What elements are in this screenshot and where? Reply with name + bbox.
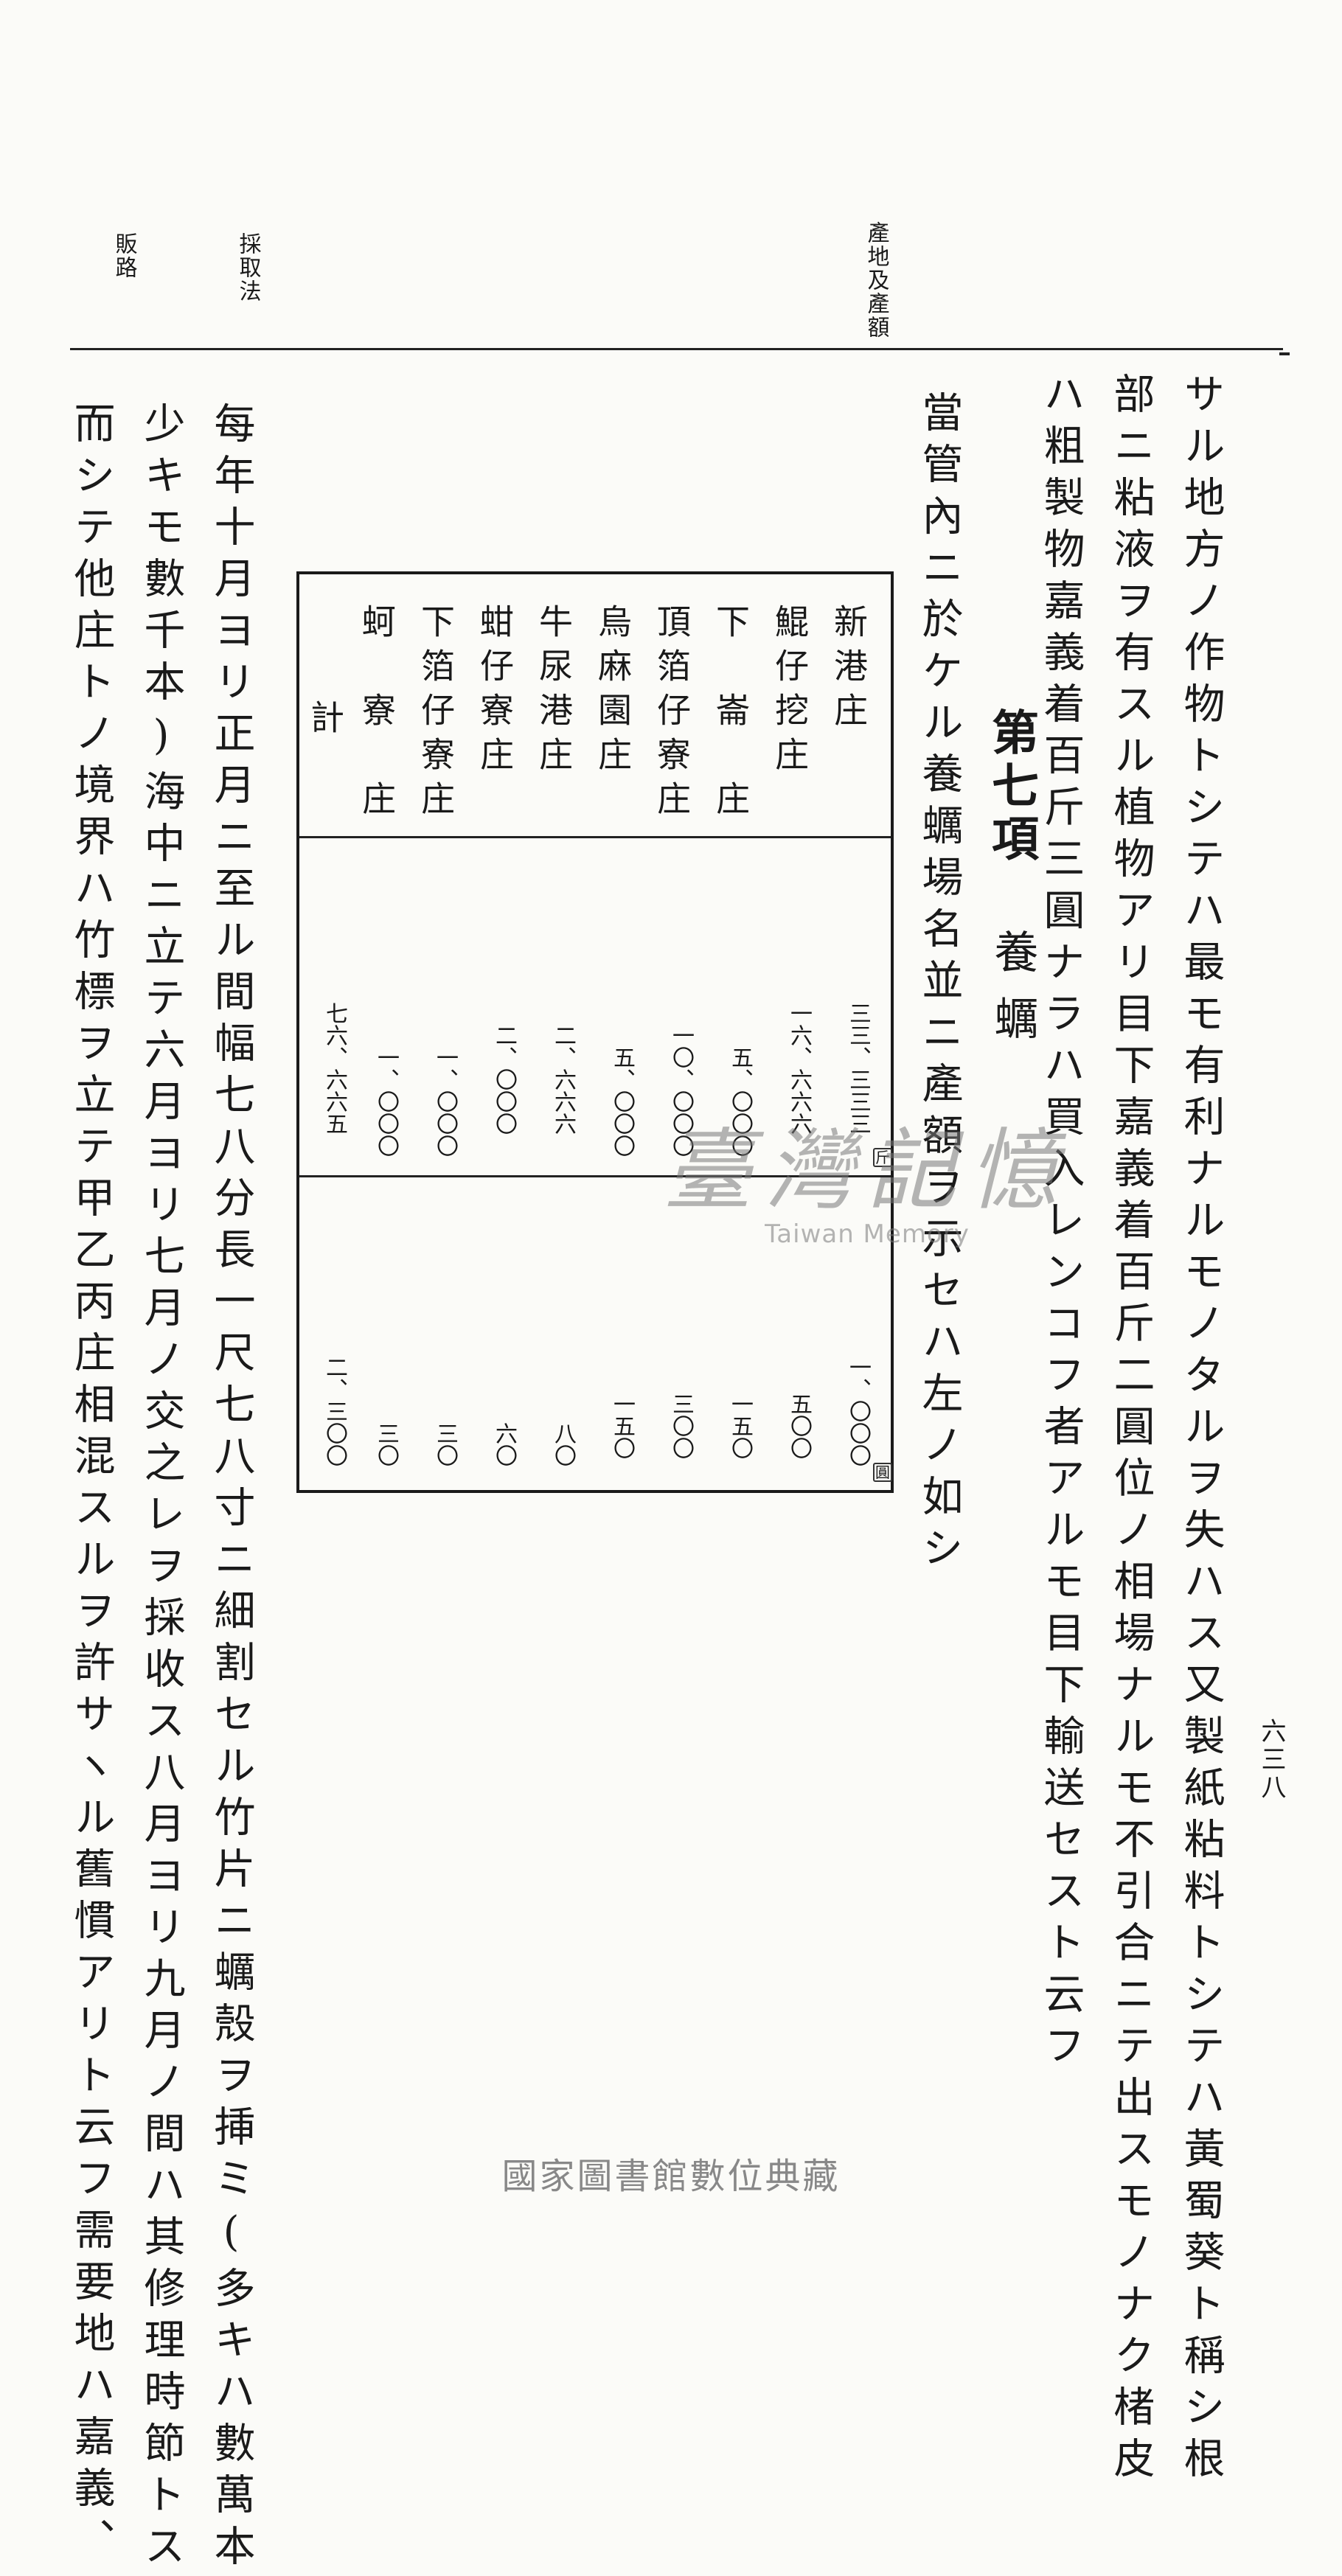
table-row-value: 五〇〇	[786, 1393, 812, 1459]
table-row-value: 六〇	[491, 1422, 517, 1466]
table-row-value: 三〇〇	[668, 1393, 694, 1459]
table-row-value: 一、〇〇〇	[845, 1356, 871, 1466]
table-row-name: 下箔仔寮庄	[416, 604, 456, 825]
table-row-value: 三〇	[373, 1422, 399, 1466]
page-number: 六三八	[1256, 1718, 1286, 1802]
table-total-value: 二、三〇〇	[321, 1356, 347, 1466]
table-divider-qty	[299, 1175, 891, 1177]
table-total-label: 計	[305, 700, 345, 744]
table-row-name: 烏麻園庄	[593, 604, 633, 781]
table-row-qty: 一六、六六六	[786, 1002, 812, 1135]
intro-text: 當管內ニ於ケル養蠣場名並ニ產額ヲ示セハ左ノ如シ	[915, 391, 963, 1578]
table-row-qty: 五、〇〇〇	[609, 1046, 635, 1157]
table-row-qty: 三三、三三三	[845, 1002, 871, 1135]
table-row-value: 三〇	[432, 1422, 458, 1466]
table-row-name: 蚵寮庄	[357, 604, 397, 825]
table-row-value: 一五〇	[609, 1393, 635, 1459]
unit-kin-label: 斤	[873, 1148, 892, 1167]
body-column-1: サル地方ノ作物トシテハ最モ有利ナルモノタルヲ失ハス又製紙粘料トシテハ黃蜀葵ト稱シ…	[1177, 372, 1225, 2488]
watermark-caption: Taiwan Memory	[765, 1219, 970, 1249]
table-row-name: 新港庄	[829, 604, 869, 737]
body-column-3: ハ粗製物嘉義着百斤三圓ナラハ買入レンコフ者アルモ目下輸送セスト云フ	[1037, 372, 1085, 2075]
table-row-name: 鯤仔挖庄	[770, 604, 810, 781]
table-row-qty: 一、〇〇〇	[432, 1046, 458, 1157]
harvest-column-2: 少キモ數千本)海中ニ立テ六月ヨリ七月ノ交之レヲ採收ス八月ヨリ九月ノ間ハ其修理時節…	[137, 402, 185, 2576]
table-row-value: 一五〇	[727, 1393, 753, 1459]
watermark-logo-text: 臺灣記憶	[664, 1120, 1071, 1222]
table-row-name: 蚶仔寮庄	[475, 604, 515, 781]
margin-note-production: 產地及產額	[863, 221, 889, 339]
table-divider-names	[299, 836, 891, 838]
table-row-name: 牛尿港庄	[534, 604, 574, 781]
harvest-column-3: 而シテ他庄トノ境界ハ竹標ヲ立テ甲乙丙庄相混スルヲ許サヽル舊慣アリト云フ需要地ハ嘉…	[67, 402, 115, 2569]
table-row-name: 頂箔仔寮庄	[652, 604, 692, 825]
table-row-name: 下崙庄	[711, 604, 751, 825]
section-title: 第七項	[984, 708, 1039, 867]
header-rule	[70, 348, 1283, 350]
body-column-2: 部ニ粘液ヲ有スル植物アリ目下嘉義着百斤二圓位ノ相場ナルモ不引合ニテ出スモノナク楮…	[1107, 372, 1155, 2488]
harvest-column-1: 每年十月ヨリ正月ニ至ル間幅七八分長一尺七八寸ニ細割セル竹片ニ蠣殼ヲ挿ミ(多キハ數…	[207, 402, 255, 2576]
table-row-value: 八〇	[550, 1422, 576, 1466]
table-row-qty: 一、〇〇〇	[373, 1046, 399, 1157]
table-row-qty: 一〇、〇〇〇	[668, 1024, 694, 1157]
table-row-qty: 五、〇〇〇	[727, 1046, 753, 1157]
table-row-qty: 二、〇〇〇	[491, 1024, 517, 1135]
unit-yen-label: 圓	[873, 1463, 892, 1482]
watermark: 臺灣記憶 Taiwan Memory	[664, 1099, 1071, 1249]
footer-credit: 國家圖書館數位典藏	[501, 2156, 841, 2197]
header-rule-tick	[1279, 352, 1290, 355]
table-total-qty: 七六、六六五	[321, 1002, 347, 1135]
oyster-farm-table: 新港庄 鯤仔挖庄 下崙庄 頂箔仔寮庄 烏麻園庄 牛尿港庄 蚶仔寮庄 下箔仔寮庄 …	[296, 571, 894, 1493]
margin-note-harvest: 採取法	[234, 232, 261, 303]
margin-note-sales: 販路	[111, 232, 137, 279]
section-subtitle: 養蠣	[987, 929, 1038, 1062]
table-row-qty: 二、六六六	[550, 1024, 576, 1135]
